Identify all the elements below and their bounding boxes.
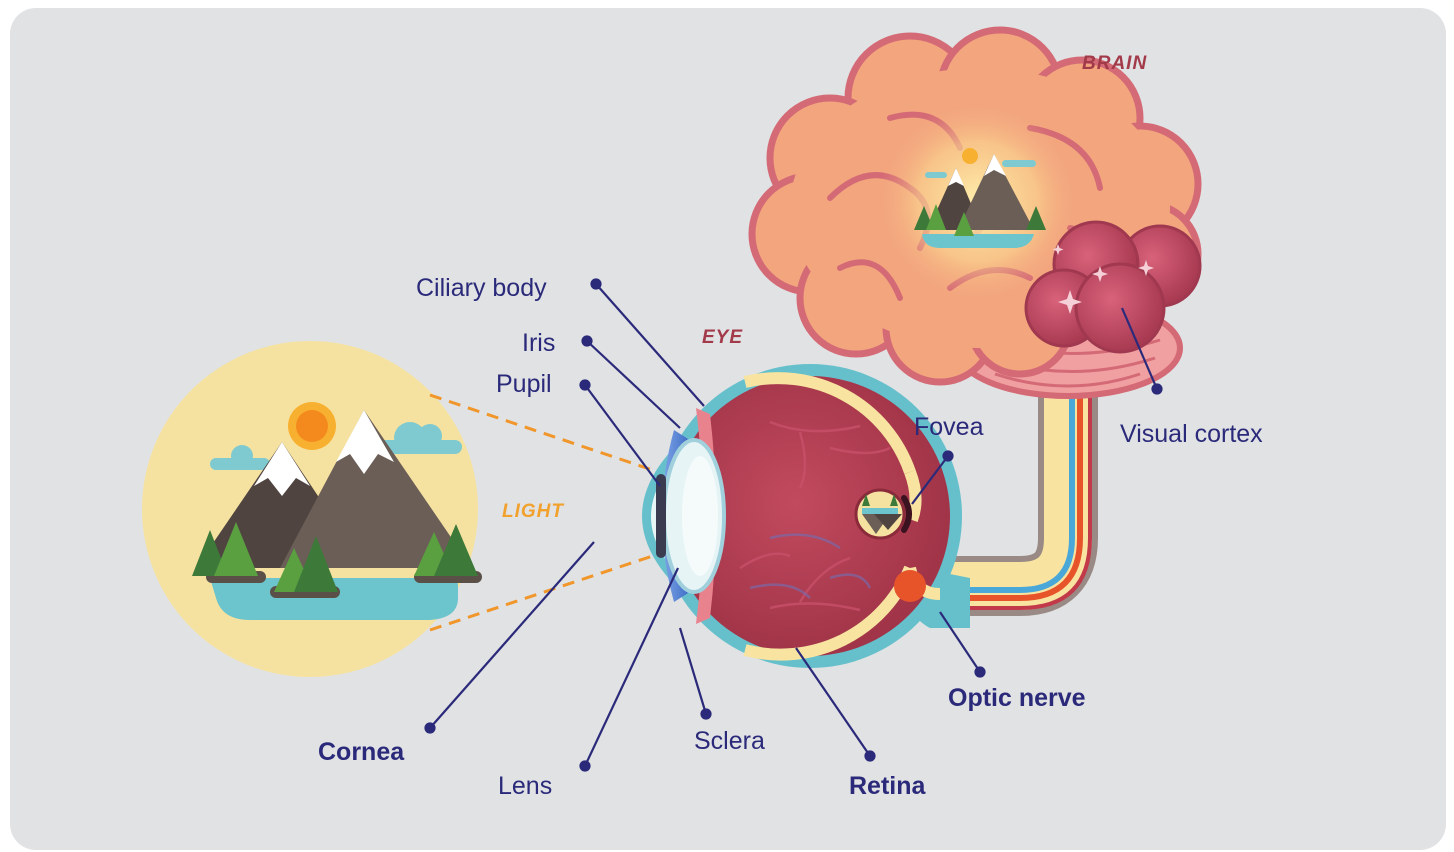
brain-tag: BRAIN — [1082, 53, 1147, 74]
label-visual-cortex: Visual cortex — [1120, 420, 1263, 448]
eye — [642, 364, 970, 668]
sun-icon — [288, 402, 336, 450]
label-pupil: Pupil — [496, 370, 552, 398]
label-cornea: Cornea — [318, 738, 405, 766]
optic-disc — [894, 570, 926, 602]
light-tag: LIGHT — [502, 501, 564, 522]
label-optic-nerve: Optic nerve — [948, 684, 1086, 712]
diagram-canvas: LIGHT EYE BRAIN Ciliary body Iris Pupil … — [10, 8, 1446, 850]
label-iris: Iris — [522, 329, 555, 357]
brain — [752, 30, 1200, 396]
label-ciliary-body: Ciliary body — [416, 274, 547, 302]
label-lens: Lens — [498, 772, 552, 800]
label-sclera: Sclera — [694, 727, 765, 755]
label-fovea: Fovea — [914, 413, 984, 441]
eye-to-brain-diagram: LIGHT EYE BRAIN Ciliary body Iris Pupil … — [10, 8, 1446, 850]
eye-tag: EYE — [702, 327, 743, 348]
label-retina: Retina — [849, 772, 927, 800]
landscape-scene — [142, 341, 482, 677]
